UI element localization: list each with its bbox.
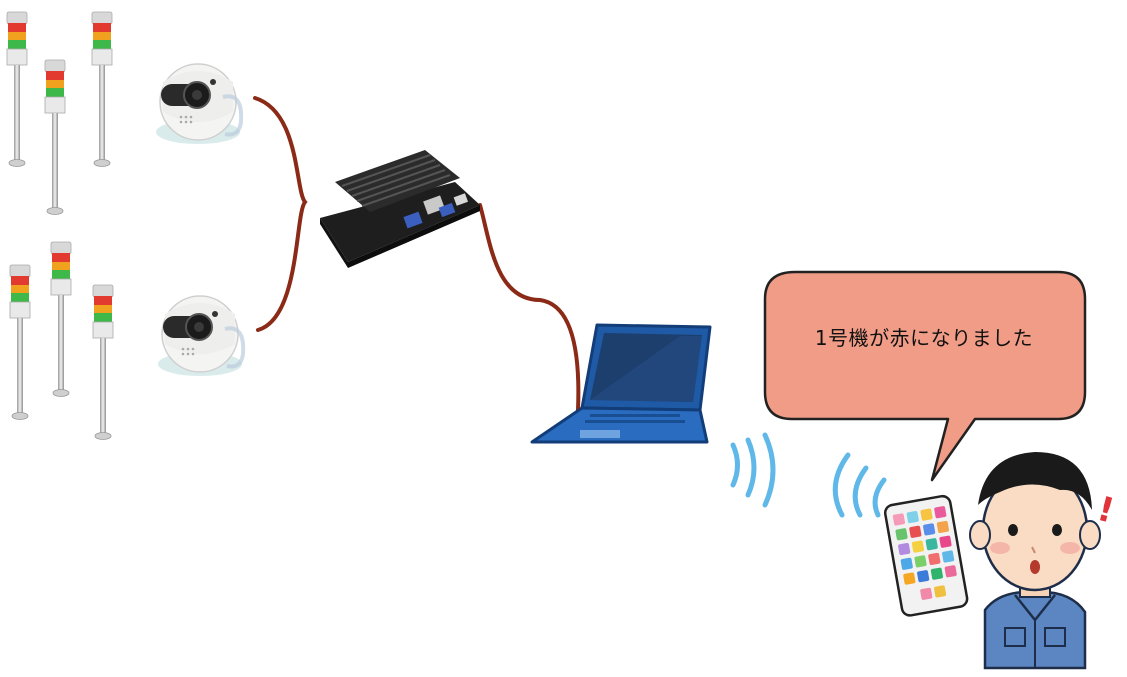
- camera-icon: [156, 294, 246, 378]
- board-icon: [320, 150, 480, 268]
- signal-tower-icon: [44, 59, 66, 215]
- smartphone-icon: [883, 494, 969, 617]
- speech-bubble: [763, 270, 1087, 482]
- laptop-icon: [530, 323, 712, 444]
- signal-tower-icon: [50, 241, 72, 397]
- alert-message: 1号機が赤になりました: [814, 326, 1034, 350]
- svg-text:!: !: [1093, 489, 1118, 532]
- worker-icon: [969, 452, 1101, 670]
- signal-tower-icon: [91, 11, 113, 167]
- wifi-icon: [730, 432, 887, 518]
- signal-tower-icon: [6, 11, 28, 167]
- camera-icon: [154, 62, 244, 146]
- laptop-cable: [478, 203, 581, 412]
- signal-tower-icon: [92, 284, 114, 440]
- alert-icon: !: [1093, 489, 1118, 532]
- signal-tower-icon: [9, 264, 31, 420]
- camera-cable: [253, 96, 308, 332]
